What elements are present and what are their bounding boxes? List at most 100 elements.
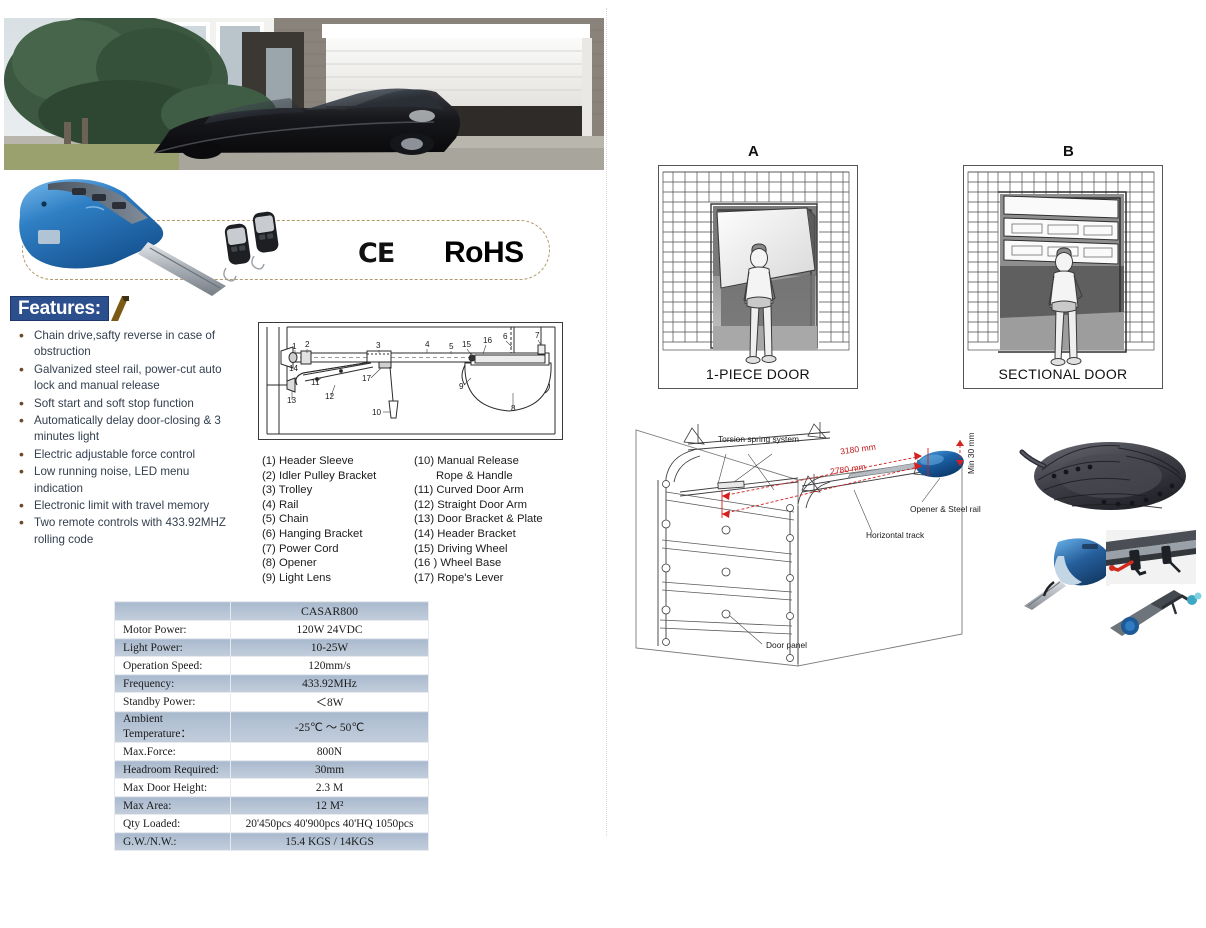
spec-value: 2.3 M xyxy=(230,778,429,797)
label-min-headroom: Min 30 mm xyxy=(966,432,976,474)
label-door-panel: Door panel xyxy=(766,640,807,650)
label-torsion-spring-system: Torsion spring system xyxy=(718,434,799,444)
legend-item: (11) Curved Door Arm xyxy=(414,484,524,497)
legend-item: (1) Header Sleeve xyxy=(262,455,354,467)
door-type-caption-a: 1-PIECE DOOR xyxy=(706,366,810,382)
spec-key: Qty Loaded: xyxy=(114,814,231,833)
feature-item: Galvanized steel rail, power-cut auto lo… xyxy=(16,361,234,395)
spec-key: Standby Power: xyxy=(114,692,231,712)
parts-diagram: 1 2 3 4 5 6 7 8 9 10 11 12 13 14 15 16 1… xyxy=(258,322,563,440)
feature-item: Low running noise, LED menu indication xyxy=(16,463,234,497)
accessory-photo-chain xyxy=(1014,436,1194,516)
legend-item: (7) Power Cord xyxy=(262,542,339,555)
hero-product-row xyxy=(0,168,606,296)
spec-value: 800N xyxy=(230,742,429,761)
table-row: G.W./N.W.: 15.4 KGS / 14KGS xyxy=(114,832,429,851)
door-type-letter-b: B xyxy=(1063,143,1074,160)
callout-9: 9 xyxy=(459,382,464,391)
spec-key: Max Door Height: xyxy=(114,778,231,797)
hero-banner-photo xyxy=(4,18,604,170)
spec-value: 30mm xyxy=(230,760,429,779)
feature-item: Automatically delay door-closing & 3 min… xyxy=(16,412,234,446)
legend-item: (14) Header Bracket xyxy=(414,527,516,540)
feature-item: Electric adjustable force control xyxy=(16,446,234,463)
parts-legend-right-column: (10) Manual Release Rope & Handle (11) C… xyxy=(414,454,572,585)
accessory-photo-rail-trolley xyxy=(1106,530,1196,586)
legend-item: (6) Hanging Bracket xyxy=(262,527,363,540)
hero-dashed-frame xyxy=(22,220,550,280)
spec-value: -25℃ ～ 50℃ xyxy=(230,711,429,743)
legend-item: (10) Manual Release xyxy=(414,455,519,467)
legend-item: (17) Rope's Lever xyxy=(414,571,504,584)
column-divider xyxy=(606,8,607,836)
parts-legend-left-column: (1) Header Sleeve (2) Idler Pulley Brack… xyxy=(262,454,414,585)
table-header-model: CASAR800 xyxy=(230,601,429,621)
spec-key: Operation Speed: xyxy=(114,656,231,675)
table-row: Motor Power: 120W 24VDC xyxy=(114,620,429,639)
label-horizontal-track: Horizontal track xyxy=(866,530,925,540)
feature-item: Chain drive,safty reverse in case of obs… xyxy=(16,327,234,361)
callout-3: 3 xyxy=(376,341,381,350)
spec-value: 120mm/s xyxy=(230,656,429,675)
spec-value: 10-25W xyxy=(230,638,429,657)
spec-value: ＜8W xyxy=(230,692,429,712)
callout-5: 5 xyxy=(449,342,454,351)
table-row: Max.Force: 800N xyxy=(114,742,429,761)
legend-item: (13) Door Bracket & Plate xyxy=(414,513,543,526)
table-row: Headroom Required: 30mm xyxy=(114,760,429,779)
legend-item: (16 ) Wheel Base xyxy=(414,557,502,570)
features-slash-decoration xyxy=(110,296,129,321)
spec-value: 433.92MHz xyxy=(230,674,429,693)
features-heading-label: Features: xyxy=(10,296,109,321)
callout-2: 2 xyxy=(305,340,310,349)
legend-item: (4) Rail xyxy=(262,498,299,511)
features-heading: Features: xyxy=(10,296,131,321)
callout-1: 1 xyxy=(292,342,297,351)
legend-item: (12) Straight Door Arm xyxy=(414,498,528,511)
table-row: Light Power: 10-25W xyxy=(114,638,429,657)
callout-4: 4 xyxy=(425,340,430,349)
callout-12: 12 xyxy=(325,392,335,401)
features-list: Chain drive,safty reverse in case of obs… xyxy=(16,327,234,549)
table-header-key xyxy=(114,601,231,621)
callout-11: 11 xyxy=(311,378,320,387)
legend-item: (2) Idler Pulley Bracket xyxy=(262,469,377,482)
spec-key: Max.Force: xyxy=(114,742,231,761)
spec-value: 15.4 KGS / 14KGS xyxy=(230,832,429,851)
callout-6: 6 xyxy=(503,332,508,341)
spec-key: Light Power: xyxy=(114,638,231,657)
rohs-mark: RoHS xyxy=(444,236,524,269)
legend-item: (5) Chain xyxy=(262,513,309,526)
installation-diagram: Torsion spring system 3180 mm 2780 mm Mi… xyxy=(622,420,1022,670)
legend-item: (8) Opener xyxy=(262,557,317,570)
callout-10: 10 xyxy=(372,408,382,417)
door-type-letter-a: A xyxy=(748,143,759,160)
table-row: Standby Power: ＜8W xyxy=(114,692,429,712)
legend-item: (9) Light Lens xyxy=(262,571,332,584)
callout-16: 16 xyxy=(483,336,493,345)
legend-item: (3) Trolley xyxy=(262,484,313,497)
spec-value: 120W 24VDC xyxy=(230,620,429,639)
spec-value: 12 M² xyxy=(230,796,429,815)
spec-key: Motor Power: xyxy=(114,620,231,639)
feature-item: Soft start and soft stop function xyxy=(16,395,234,412)
table-row: Qty Loaded: 20'450pcs 40'900pcs 40'HQ 10… xyxy=(114,814,429,833)
legend-item-continuation: Rope & Handle xyxy=(436,469,513,482)
spec-key: Headroom Required: xyxy=(114,760,231,779)
door-type-caption-b: SECTIONAL DOOR xyxy=(998,366,1128,382)
feature-item: Electronic limit with travel memory xyxy=(16,497,234,514)
opener-product-illustration xyxy=(19,179,279,296)
table-row: Max Area: 12 M² xyxy=(114,796,429,815)
table-row: Ambient Temperature： -25℃ ～ 50℃ xyxy=(114,711,429,743)
parts-legend: (1) Header Sleeve (2) Idler Pulley Brack… xyxy=(262,454,572,585)
door-type-box-a: 1-PIECE DOOR xyxy=(658,165,858,389)
callout-15: 15 xyxy=(462,340,472,349)
label-opener-and-steel-rail: Opener & Steel rail xyxy=(910,504,981,514)
table-row: Frequency: 433.92MHz xyxy=(114,674,429,693)
spec-key: G.W./N.W.: xyxy=(114,832,231,851)
callout-8: 8 xyxy=(511,404,516,413)
table-row: Operation Speed: 120mm/s xyxy=(114,656,429,675)
callout-13: 13 xyxy=(287,396,297,405)
spec-value: 20'450pcs 40'900pcs 40'HQ 1050pcs xyxy=(230,814,429,833)
